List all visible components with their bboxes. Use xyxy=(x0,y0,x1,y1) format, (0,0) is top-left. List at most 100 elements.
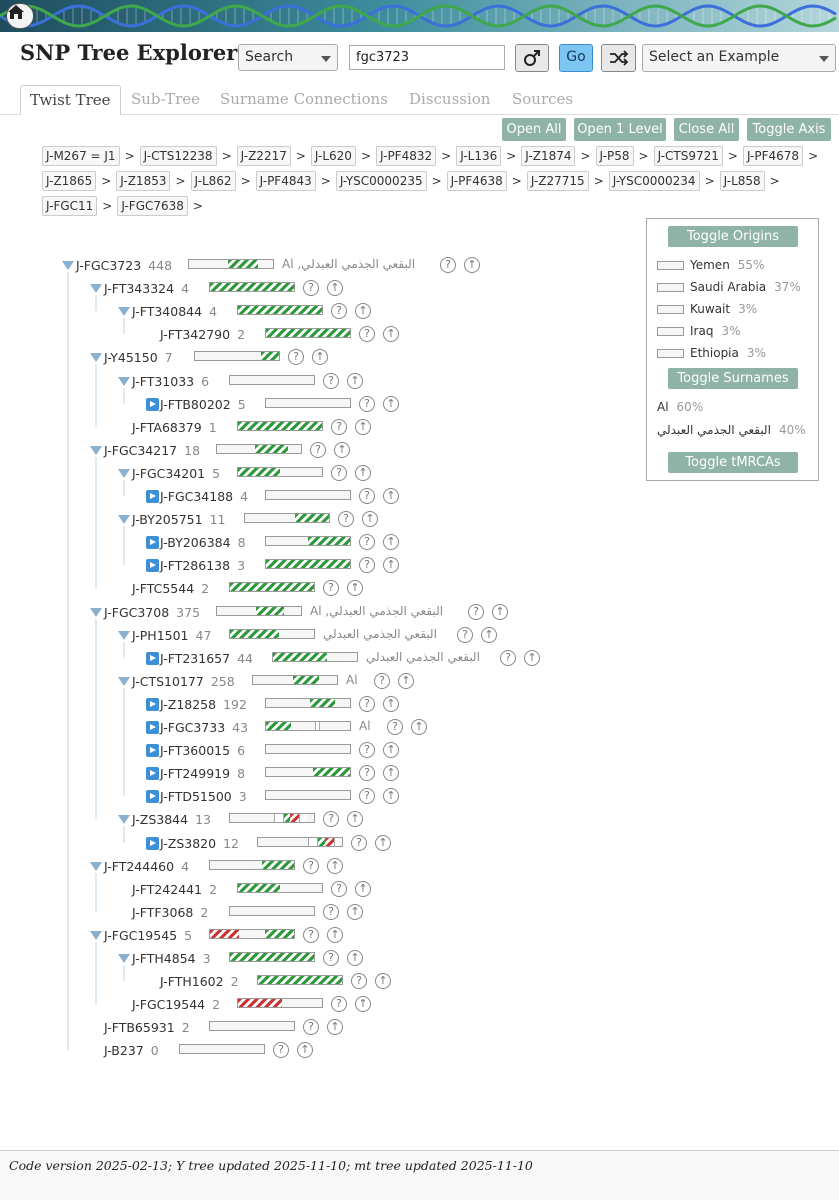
expanded-triangle-icon[interactable] xyxy=(118,514,130,524)
snp-name[interactable]: J-FT231657 xyxy=(160,650,231,666)
expand-play-icon[interactable] xyxy=(146,720,159,734)
help-icon[interactable]: ? xyxy=(440,257,456,273)
expand-play-icon[interactable] xyxy=(146,489,159,503)
snp-name[interactable]: J-B237 xyxy=(104,1042,144,1058)
snp-name[interactable]: J-FT242441 xyxy=(132,881,203,897)
snp-name[interactable]: J-ZS3844 xyxy=(132,811,189,827)
go-up-icon[interactable]: ↑ xyxy=(355,996,371,1012)
go-up-icon[interactable]: ↑ xyxy=(312,349,328,365)
breadcrumb-item[interactable]: J-CTS9721 xyxy=(653,146,723,166)
snp-name[interactable]: J-FGC3723 xyxy=(76,257,142,273)
breadcrumb-item[interactable]: J-FGC11 xyxy=(42,196,98,216)
help-icon[interactable]: ? xyxy=(359,696,375,712)
expanded-triangle-icon[interactable] xyxy=(90,930,102,940)
snp-name[interactable]: J-FTB80202 xyxy=(160,396,231,412)
open-all-button[interactable]: Open All xyxy=(502,118,566,141)
go-up-icon[interactable]: ↑ xyxy=(383,488,399,504)
breadcrumb-item[interactable]: J-Z2217 xyxy=(236,146,291,166)
breadcrumb-item[interactable]: J-Z1853 xyxy=(116,171,171,191)
breadcrumb-item[interactable]: J-M267 = J1 xyxy=(42,146,120,166)
go-up-icon[interactable]: ↑ xyxy=(355,419,371,435)
expanded-triangle-icon[interactable] xyxy=(62,260,74,270)
snp-name[interactable]: J-FT31033 xyxy=(132,373,195,389)
expanded-triangle-icon[interactable] xyxy=(90,352,102,362)
go-up-icon[interactable]: ↑ xyxy=(492,604,508,620)
go-up-icon[interactable]: ↑ xyxy=(347,950,363,966)
breadcrumb-item[interactable]: J-PF4638 xyxy=(446,171,507,191)
expand-play-icon[interactable] xyxy=(146,766,159,780)
snp-name[interactable]: J-BY206384 xyxy=(160,534,231,550)
snp-name[interactable]: J-FT343324 xyxy=(104,280,175,296)
expand-play-icon[interactable] xyxy=(146,651,159,665)
expand-play-icon[interactable] xyxy=(146,836,159,850)
help-icon[interactable]: ? xyxy=(303,280,319,296)
go-up-icon[interactable]: ↑ xyxy=(355,465,371,481)
go-up-icon[interactable]: ↑ xyxy=(411,719,427,735)
snp-name[interactable]: J-FGC34188 xyxy=(160,488,234,504)
expanded-triangle-icon[interactable] xyxy=(90,283,102,293)
close-all-button[interactable]: Close All xyxy=(674,118,739,141)
expanded-triangle-icon[interactable] xyxy=(90,861,102,871)
go-up-icon[interactable]: ↑ xyxy=(383,326,399,342)
expanded-triangle-icon[interactable] xyxy=(90,607,102,617)
breadcrumb-item[interactable]: J-P58 xyxy=(595,146,634,166)
help-icon[interactable]: ? xyxy=(323,811,339,827)
expand-play-icon[interactable] xyxy=(146,397,159,411)
go-up-icon[interactable]: ↑ xyxy=(327,280,343,296)
help-icon[interactable]: ? xyxy=(387,719,403,735)
breadcrumb-item[interactable]: J-Z1865 xyxy=(42,171,97,191)
go-up-icon[interactable]: ↑ xyxy=(383,788,399,804)
expand-play-icon[interactable] xyxy=(146,789,159,803)
snp-name[interactable]: J-FGC19544 xyxy=(132,996,206,1012)
breadcrumb-item[interactable]: J-L136 xyxy=(456,146,502,166)
help-icon[interactable]: ? xyxy=(359,326,375,342)
snp-name[interactable]: J-FT286138 xyxy=(160,557,231,573)
snp-name[interactable]: J-FGC34217 xyxy=(104,442,178,458)
help-icon[interactable]: ? xyxy=(303,1019,319,1035)
go-up-icon[interactable]: ↑ xyxy=(524,650,540,666)
snp-name[interactable]: J-FTH4854 xyxy=(132,950,196,966)
breadcrumb-item[interactable]: J-PF4832 xyxy=(376,146,437,166)
help-icon[interactable]: ? xyxy=(310,442,326,458)
expanded-triangle-icon[interactable] xyxy=(118,953,130,963)
help-icon[interactable]: ? xyxy=(323,950,339,966)
expand-play-icon[interactable] xyxy=(146,535,159,549)
snp-name[interactable]: J-FT340844 xyxy=(132,303,203,319)
go-up-icon[interactable]: ↑ xyxy=(383,396,399,412)
expand-play-icon[interactable] xyxy=(146,558,159,572)
expanded-triangle-icon[interactable] xyxy=(118,376,130,386)
breadcrumb-item[interactable]: J-L620 xyxy=(310,146,356,166)
random-button[interactable] xyxy=(601,44,636,72)
go-up-icon[interactable]: ↑ xyxy=(375,835,391,851)
go-up-icon[interactable]: ↑ xyxy=(481,627,497,643)
help-icon[interactable]: ? xyxy=(323,580,339,596)
help-icon[interactable]: ? xyxy=(457,627,473,643)
snp-name[interactable]: J-FGC3708 xyxy=(104,604,170,620)
help-icon[interactable]: ? xyxy=(351,835,367,851)
breadcrumb-item[interactable]: J-YSC0000234 xyxy=(608,171,700,191)
go-up-icon[interactable]: ↑ xyxy=(347,811,363,827)
snp-name[interactable]: J-FTF3068 xyxy=(132,904,194,920)
go-up-icon[interactable]: ↑ xyxy=(327,927,343,943)
